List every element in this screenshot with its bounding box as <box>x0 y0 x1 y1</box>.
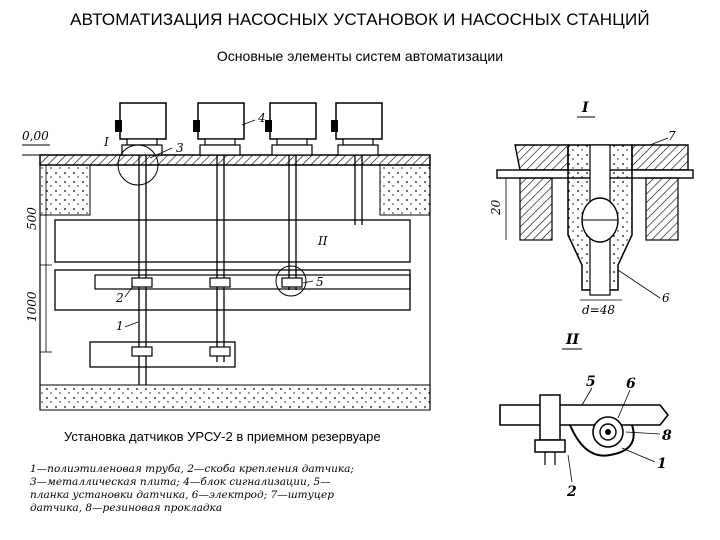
detail-II-callout-8: 8 <box>662 428 672 444</box>
detail-I-dim-20: 20 <box>489 199 503 216</box>
legend-line: датчика, 8—резиновая прокладка <box>30 502 223 514</box>
page-subtitle: Основные элементы систем автоматизации <box>216 48 504 64</box>
detail-II-callout-5: 5 <box>586 374 596 390</box>
detail-II-callout-1: 1 <box>657 456 667 472</box>
callout-4: 4 <box>257 111 266 125</box>
signal-block-1 <box>115 102 167 156</box>
tank-bottom <box>39 384 431 411</box>
page-title: АВТОМАТИЗАЦИЯ НАСОСНЫХ УСТАНОВОК И НАСОС… <box>70 10 650 29</box>
detail-I-drawing: I 20 d=48 7 6 <box>489 100 694 317</box>
legend: 1—полиэтиленовая труба, 2—скоба креплени… <box>30 463 430 515</box>
dim-500: 500 <box>25 207 39 230</box>
signal-block-4 <box>331 102 383 156</box>
detail-I-callout-6: 6 <box>662 291 670 305</box>
tank-section <box>22 144 431 411</box>
top-slab <box>39 154 431 166</box>
detail-I-label: I <box>581 100 589 116</box>
legend-line: 3—металлическая плита; 4—блок сигнализац… <box>30 476 331 488</box>
detail-II-drawing: II 5 6 8 1 2 <box>499 332 672 500</box>
callout-5: 5 <box>316 275 324 289</box>
pipe-clamps <box>131 277 303 357</box>
signal-block-3 <box>265 102 317 156</box>
legend-line: планка установки датчика, 6—электрод; 7—… <box>30 489 334 501</box>
detail-II-label: II <box>565 332 580 348</box>
detail-II-callout-2: 2 <box>566 484 577 500</box>
callout-3: 3 <box>176 141 184 155</box>
callout-2: 2 <box>115 291 124 305</box>
dim-1000: 1000 <box>25 291 39 322</box>
legend-line: 1—полиэтиленовая труба, 2—скоба креплени… <box>30 463 354 475</box>
level-mark: 0,00 <box>22 129 49 143</box>
detail-I-diameter: d=48 <box>582 303 615 317</box>
callout-I: I <box>103 135 109 149</box>
detail-II-callout-6: 6 <box>626 376 636 392</box>
detail-II-marker <box>275 265 307 297</box>
callout-1: 1 <box>116 319 124 333</box>
callout-II: II <box>317 234 328 248</box>
signal-block-2 <box>193 102 245 156</box>
detail-I-callout-7: 7 <box>668 129 676 143</box>
bottom-bracket-plate <box>89 341 236 368</box>
drawing-caption: Установка датчиков УРСУ-2 в приемном рез… <box>62 429 383 444</box>
detail-I-marker <box>117 144 159 186</box>
